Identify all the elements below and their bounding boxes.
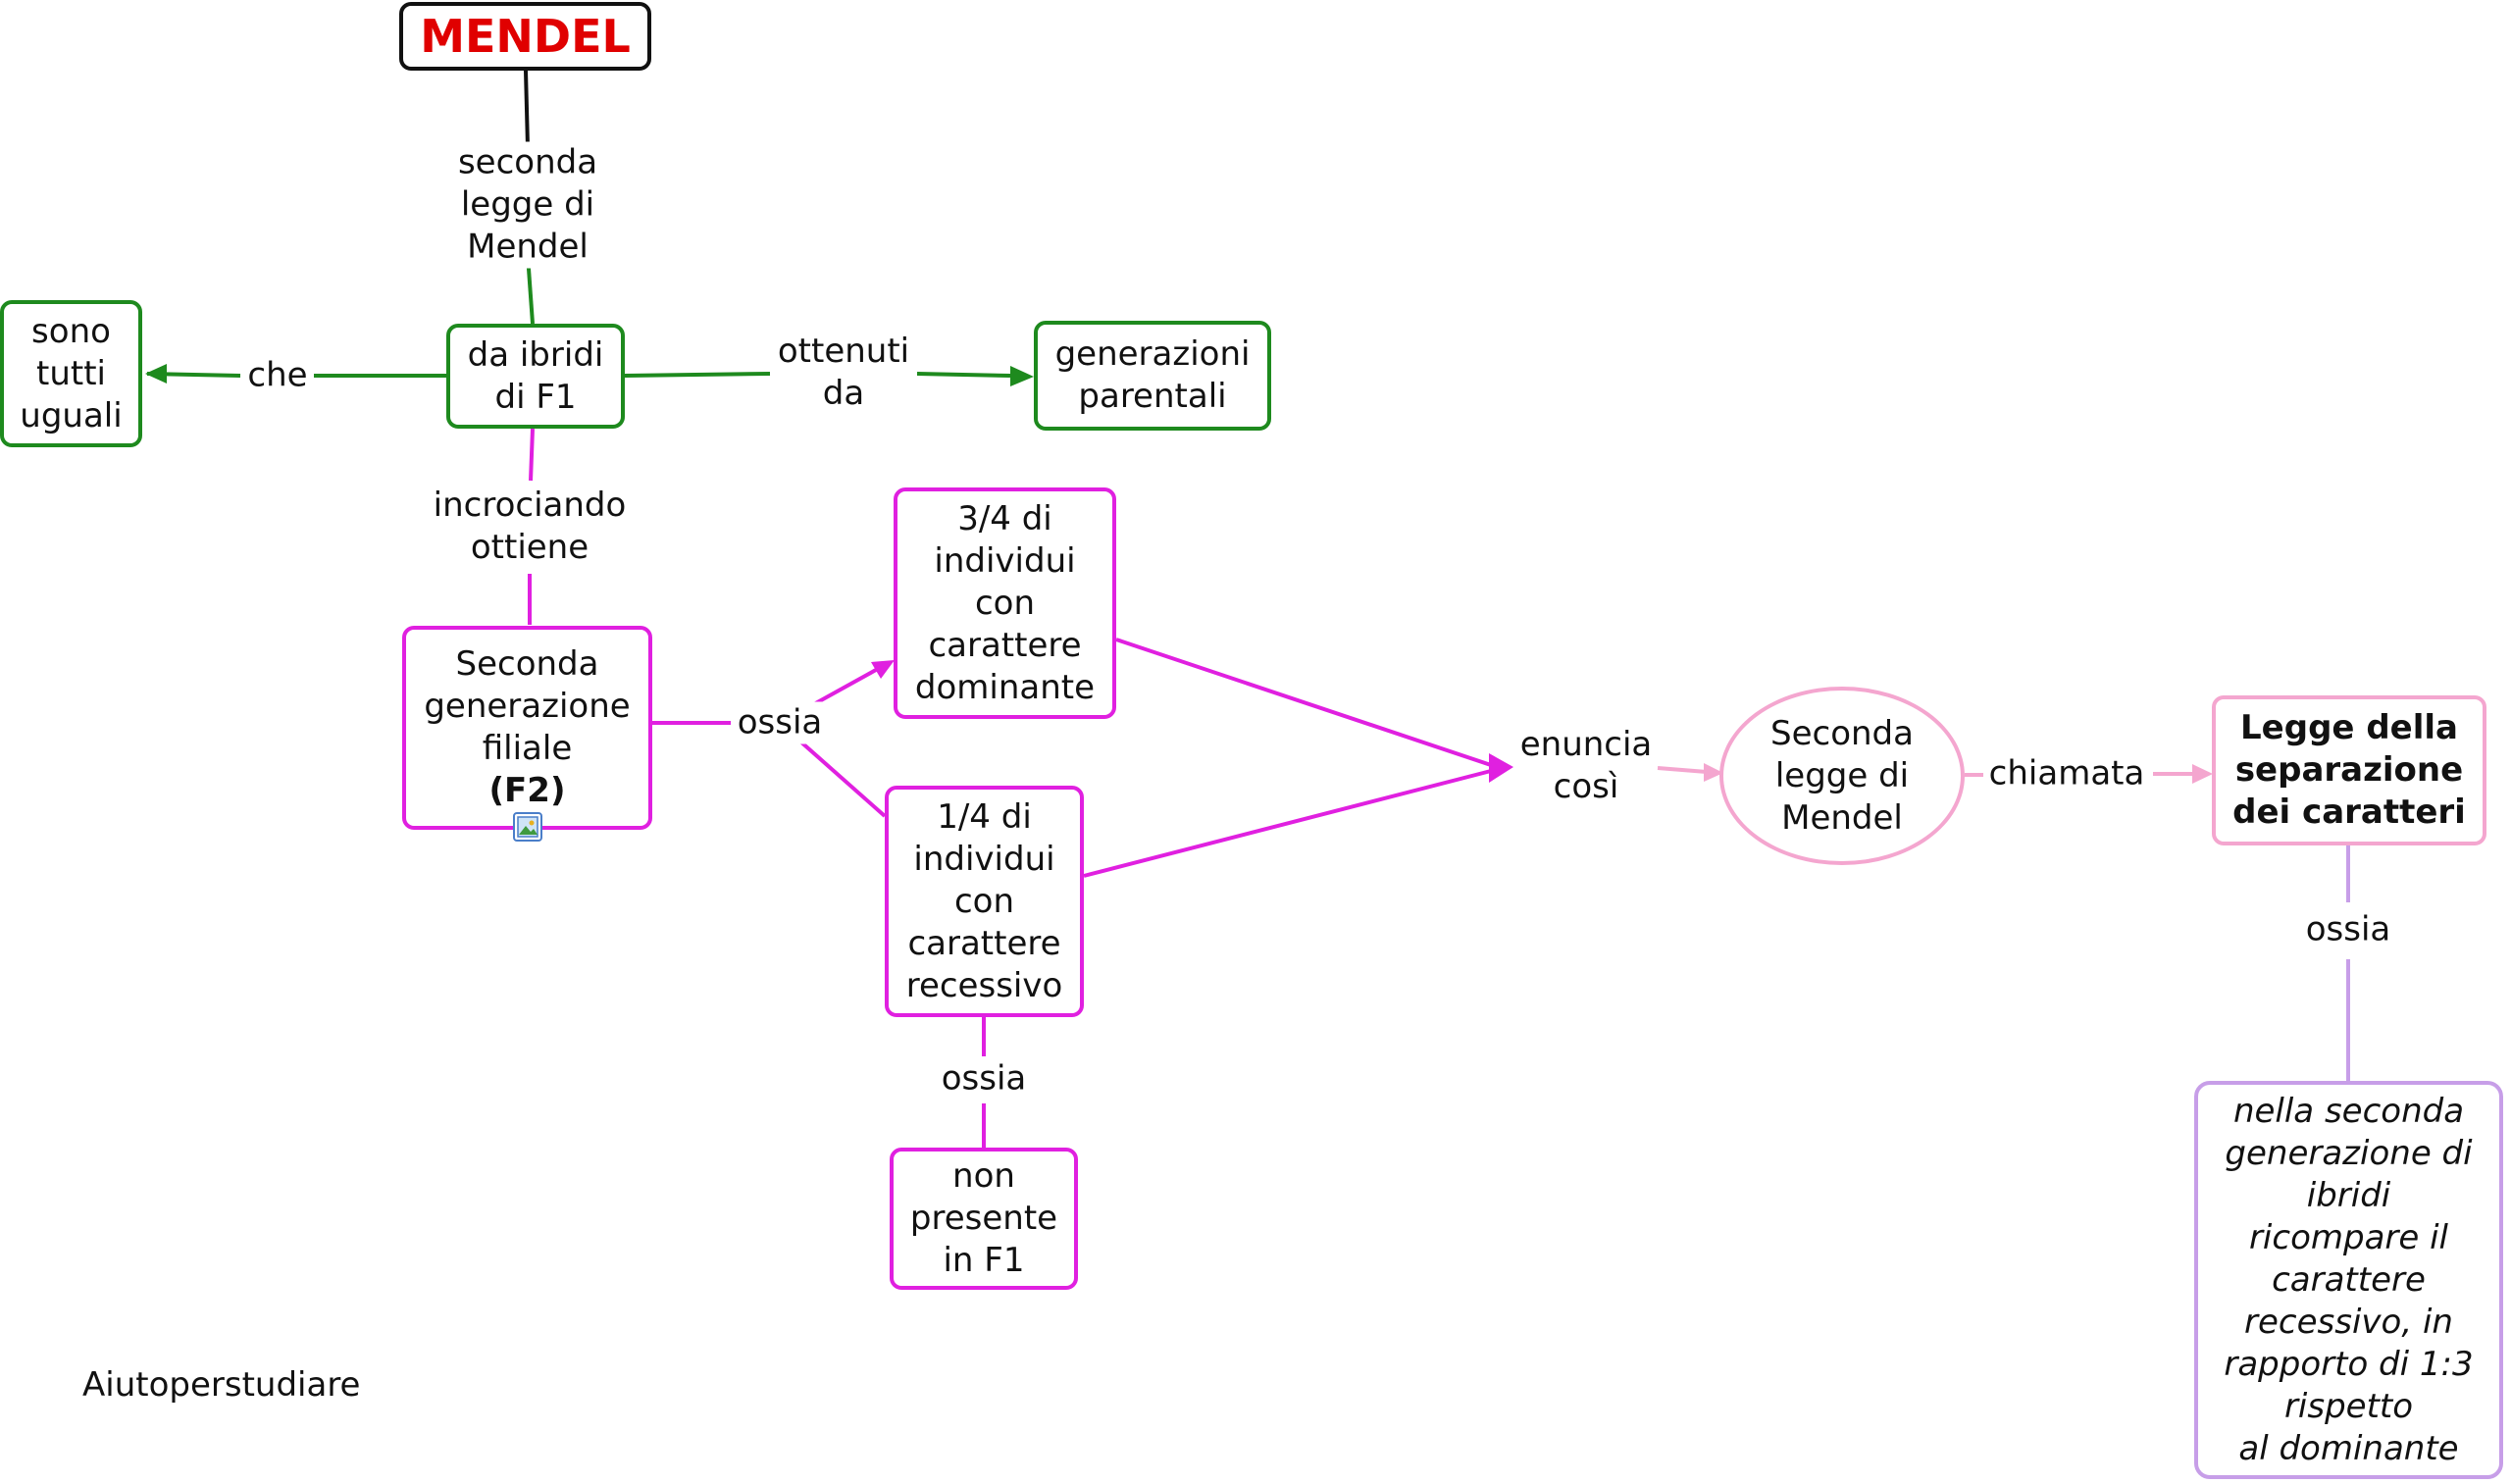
node-label: 3/4 di individui con carattere dominante	[914, 498, 1096, 707]
link-label-seconda-legge: seconda legge di Mendel	[453, 141, 602, 269]
footer-credit: Aiutoperstudiare	[82, 1365, 361, 1405]
image-icon-glyph	[517, 816, 538, 838]
node-sono-tutti-uguali[interactable]: sono tutti uguali	[0, 300, 142, 447]
node-3-4-dominante[interactable]: 3/4 di individui con carattere dominante	[894, 487, 1116, 719]
title-mendel[interactable]: MENDEL	[399, 2, 651, 71]
node-label: Legge della separazione dei caratteri	[2232, 708, 2466, 832]
link-label-ossia-recessivo: ossia	[937, 1057, 1031, 1100]
node-label: 1/4 di individui con carattere recessivo	[905, 796, 1063, 1005]
node-1-4-recessivo[interactable]: 1/4 di individui con carattere recessivo	[885, 786, 1084, 1017]
node-seconda-legge-mendel[interactable]: Seconda legge di Mendel	[1719, 687, 1965, 865]
node-label: Seconda generazione filiale	[424, 644, 631, 768]
link-label-ottenuti-da: ottenuti da	[773, 331, 914, 415]
node-label: da ibridi di F1	[467, 334, 604, 417]
link-label-chiamata: chiamata	[1984, 752, 2149, 795]
image-icon[interactable]	[513, 812, 542, 842]
node-generazioni-parentali[interactable]: generazioni parentali	[1034, 321, 1271, 431]
link-label-ossia-f2: ossia	[733, 701, 827, 744]
node-legge-separazione-caratteri[interactable]: Legge della separazione dei caratteri	[2212, 695, 2486, 845]
link-label-incrociando-ottiene: incrociando ottiene	[429, 485, 631, 569]
node-label: Seconda legge di Mendel	[1770, 713, 1914, 838]
node-definizione-legge[interactable]: nella seconda generazione di ibridi rico…	[2194, 1081, 2503, 1479]
node-da-ibridi-f1[interactable]: da ibridi di F1	[446, 324, 625, 429]
node-seconda-generazione-filiale[interactable]: Seconda generazione filiale (F2)	[402, 626, 652, 830]
node-non-presente-f1[interactable]: non presente in F1	[890, 1148, 1078, 1290]
node-label: generazioni parentali	[1054, 334, 1251, 416]
node-label: sono tutti uguali	[20, 311, 123, 435]
node-label: non presente in F1	[909, 1156, 1058, 1280]
link-label-ossia-legge: ossia	[2301, 908, 2395, 951]
link-label-enuncia-cosi: enuncia così	[1515, 724, 1657, 808]
link-label-che: che	[243, 354, 312, 397]
node-label-bold: (F2)	[488, 771, 566, 810]
node-label: nella seconda generazione di ibridi rico…	[2224, 1091, 2474, 1468]
